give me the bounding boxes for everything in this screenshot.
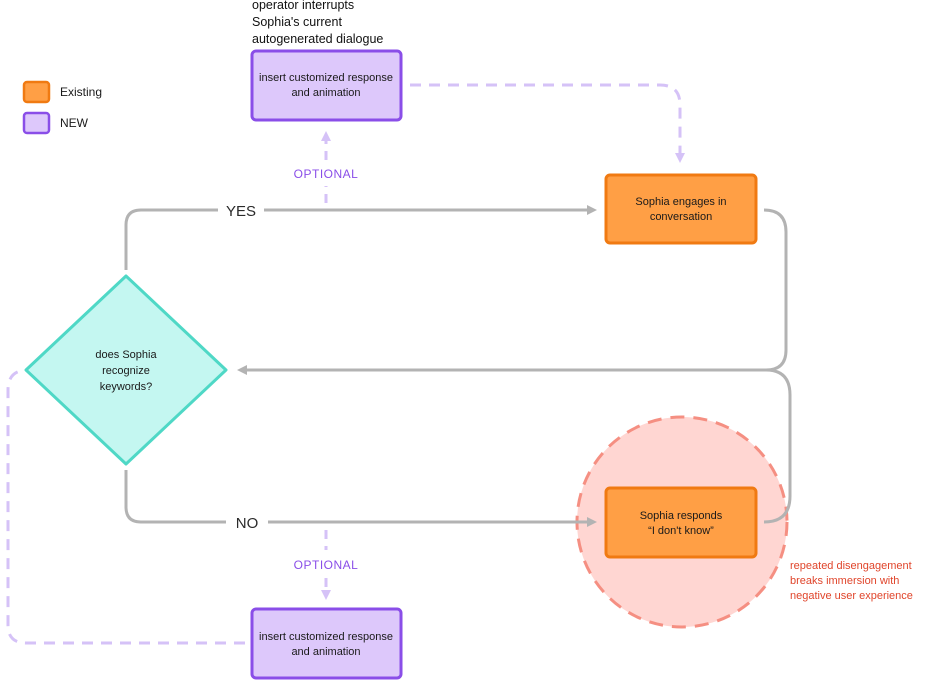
legend-label-existing: Existing — [60, 85, 102, 99]
insert-top-to-engages-dashed — [410, 83, 685, 163]
insert-top-box — [250, 49, 403, 122]
warning-line-3: negative user experience — [790, 590, 913, 602]
decision-line-1: does Sophia — [95, 349, 157, 361]
decision-diamond — [24, 274, 228, 466]
operator-note-line-2: Sophia's current — [252, 15, 342, 29]
engages-box — [604, 173, 758, 245]
optional-bottom-label: OPTIONAL — [294, 558, 359, 572]
yes-connector — [124, 208, 218, 270]
responds-return-connector — [763, 368, 792, 524]
insert-bottom-line-2: and animation — [291, 646, 360, 658]
decision-line-2: recognize — [102, 365, 150, 377]
legend-label-new: NEW — [60, 116, 89, 130]
legend: Existing NEW — [22, 80, 102, 135]
insert-top-line-1: insert customized response — [259, 72, 393, 84]
insert-top-node: insert customized response and animation — [250, 49, 403, 122]
decision-node: does Sophia recognize keywords? — [24, 274, 228, 466]
no-connector — [124, 470, 226, 524]
loop-connector — [237, 208, 788, 375]
no-label: NO — [236, 515, 259, 532]
engages-node: Sophia engages in conversation — [604, 173, 758, 245]
insert-bottom-box — [250, 607, 403, 680]
insert-bottom-to-decision-dashed — [6, 368, 245, 645]
engages-line-2: conversation — [650, 211, 712, 223]
warning-line-1: repeated disengagement — [790, 560, 912, 572]
legend-swatch-existing — [22, 80, 51, 104]
decision-line-3: keywords? — [100, 381, 153, 393]
legend-swatch-new — [22, 111, 51, 135]
responds-line-1: Sophia responds — [640, 510, 723, 522]
operator-note: operator interrupts Sophia's current aut… — [252, 0, 383, 46]
yes-label: YES — [226, 203, 256, 220]
operator-note-line-1: operator interrupts — [252, 0, 354, 12]
responds-node: Sophia responds “I don't know” — [604, 486, 758, 559]
warning-line-2: breaks immersion with — [790, 575, 899, 587]
insert-bottom-line-1: insert customized response — [259, 631, 393, 643]
responds-box — [604, 486, 758, 559]
engages-line-1: Sophia engages in — [635, 196, 726, 208]
optional-top-label: OPTIONAL — [294, 167, 359, 181]
responds-line-2: “I don't know” — [648, 525, 714, 537]
operator-note-line-3: autogenerated dialogue — [252, 32, 383, 46]
warning-note: repeated disengagement breaks immersion … — [790, 560, 913, 602]
insert-top-line-2: and animation — [291, 87, 360, 99]
insert-bottom-node: insert customized response and animation — [250, 607, 403, 680]
